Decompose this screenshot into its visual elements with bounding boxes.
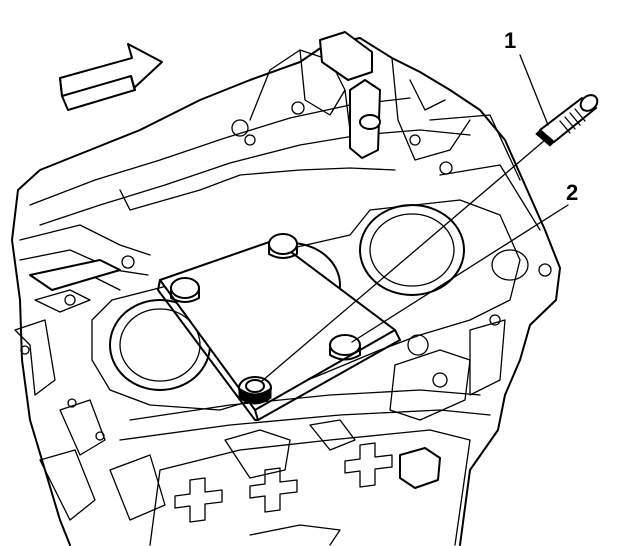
leader-lines xyxy=(261,54,569,382)
crankcase-rib xyxy=(249,467,298,513)
crankcase-rib xyxy=(174,477,223,523)
plate-bolt xyxy=(268,233,298,259)
plate-bolt-callout-2 xyxy=(238,376,272,405)
plate-bolt xyxy=(170,277,200,303)
plate-bolt xyxy=(329,334,361,361)
stud-pin-callout-1 xyxy=(535,94,599,147)
callout-label-2: 2 xyxy=(566,180,578,205)
direction-arrow-icon xyxy=(59,43,163,111)
engine-block xyxy=(11,31,561,546)
callout-label-1: 1 xyxy=(504,28,516,53)
crankcase-rib xyxy=(344,442,393,488)
